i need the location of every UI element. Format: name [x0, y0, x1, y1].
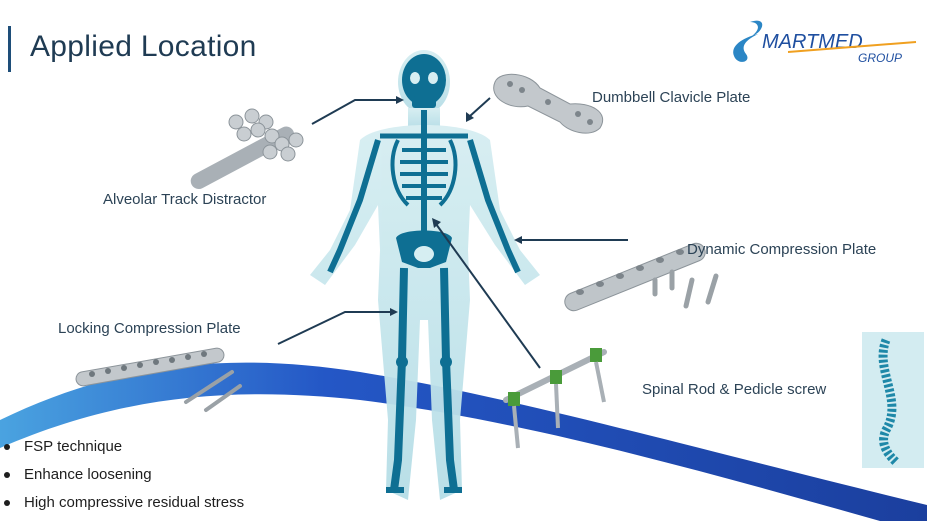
spinal-rod-image — [503, 348, 607, 449]
bullet-item: High compressive residual stress — [4, 492, 244, 520]
label-dynamic-compression-plate: Dynamic Compression Plate — [687, 241, 877, 258]
label-dumbbell-clavicle-plate: Dumbbell Clavicle Plate — [592, 89, 751, 106]
bullet-item: Enhance loosening — [4, 464, 244, 492]
bullet-dot-icon — [4, 500, 10, 507]
dynamic-plate-image — [564, 242, 719, 312]
smartmed-logo: MARTMED GROUP — [733, 20, 917, 65]
dumbbell-plate-image — [493, 73, 603, 134]
bullet-text: FSP technique — [24, 438, 123, 455]
spine-image — [862, 332, 924, 468]
label-spinal-rod-pedicle-screw: Spinal Rod & Pedicle screw — [642, 381, 827, 398]
label-locking-compression-plate: Locking Compression Plate — [58, 320, 241, 337]
title-accent-bar — [8, 26, 11, 72]
bullet-text: Enhance loosening — [24, 466, 152, 483]
feature-bullet-list: FSP technique Enhance loosening High com… — [4, 436, 244, 520]
bullet-item: FSP technique — [4, 436, 244, 464]
bullet-dot-icon — [4, 444, 10, 451]
locking-plate-image — [75, 347, 242, 412]
bullet-dot-icon — [4, 472, 10, 479]
bullet-text: High compressive residual stress — [24, 494, 245, 511]
alveolar-distractor-image — [190, 108, 304, 190]
page-title: Applied Location — [30, 30, 257, 63]
label-alveolar-track-distractor: Alveolar Track Distractor — [103, 191, 267, 208]
logo-secondary-text: GROUP — [858, 51, 902, 65]
